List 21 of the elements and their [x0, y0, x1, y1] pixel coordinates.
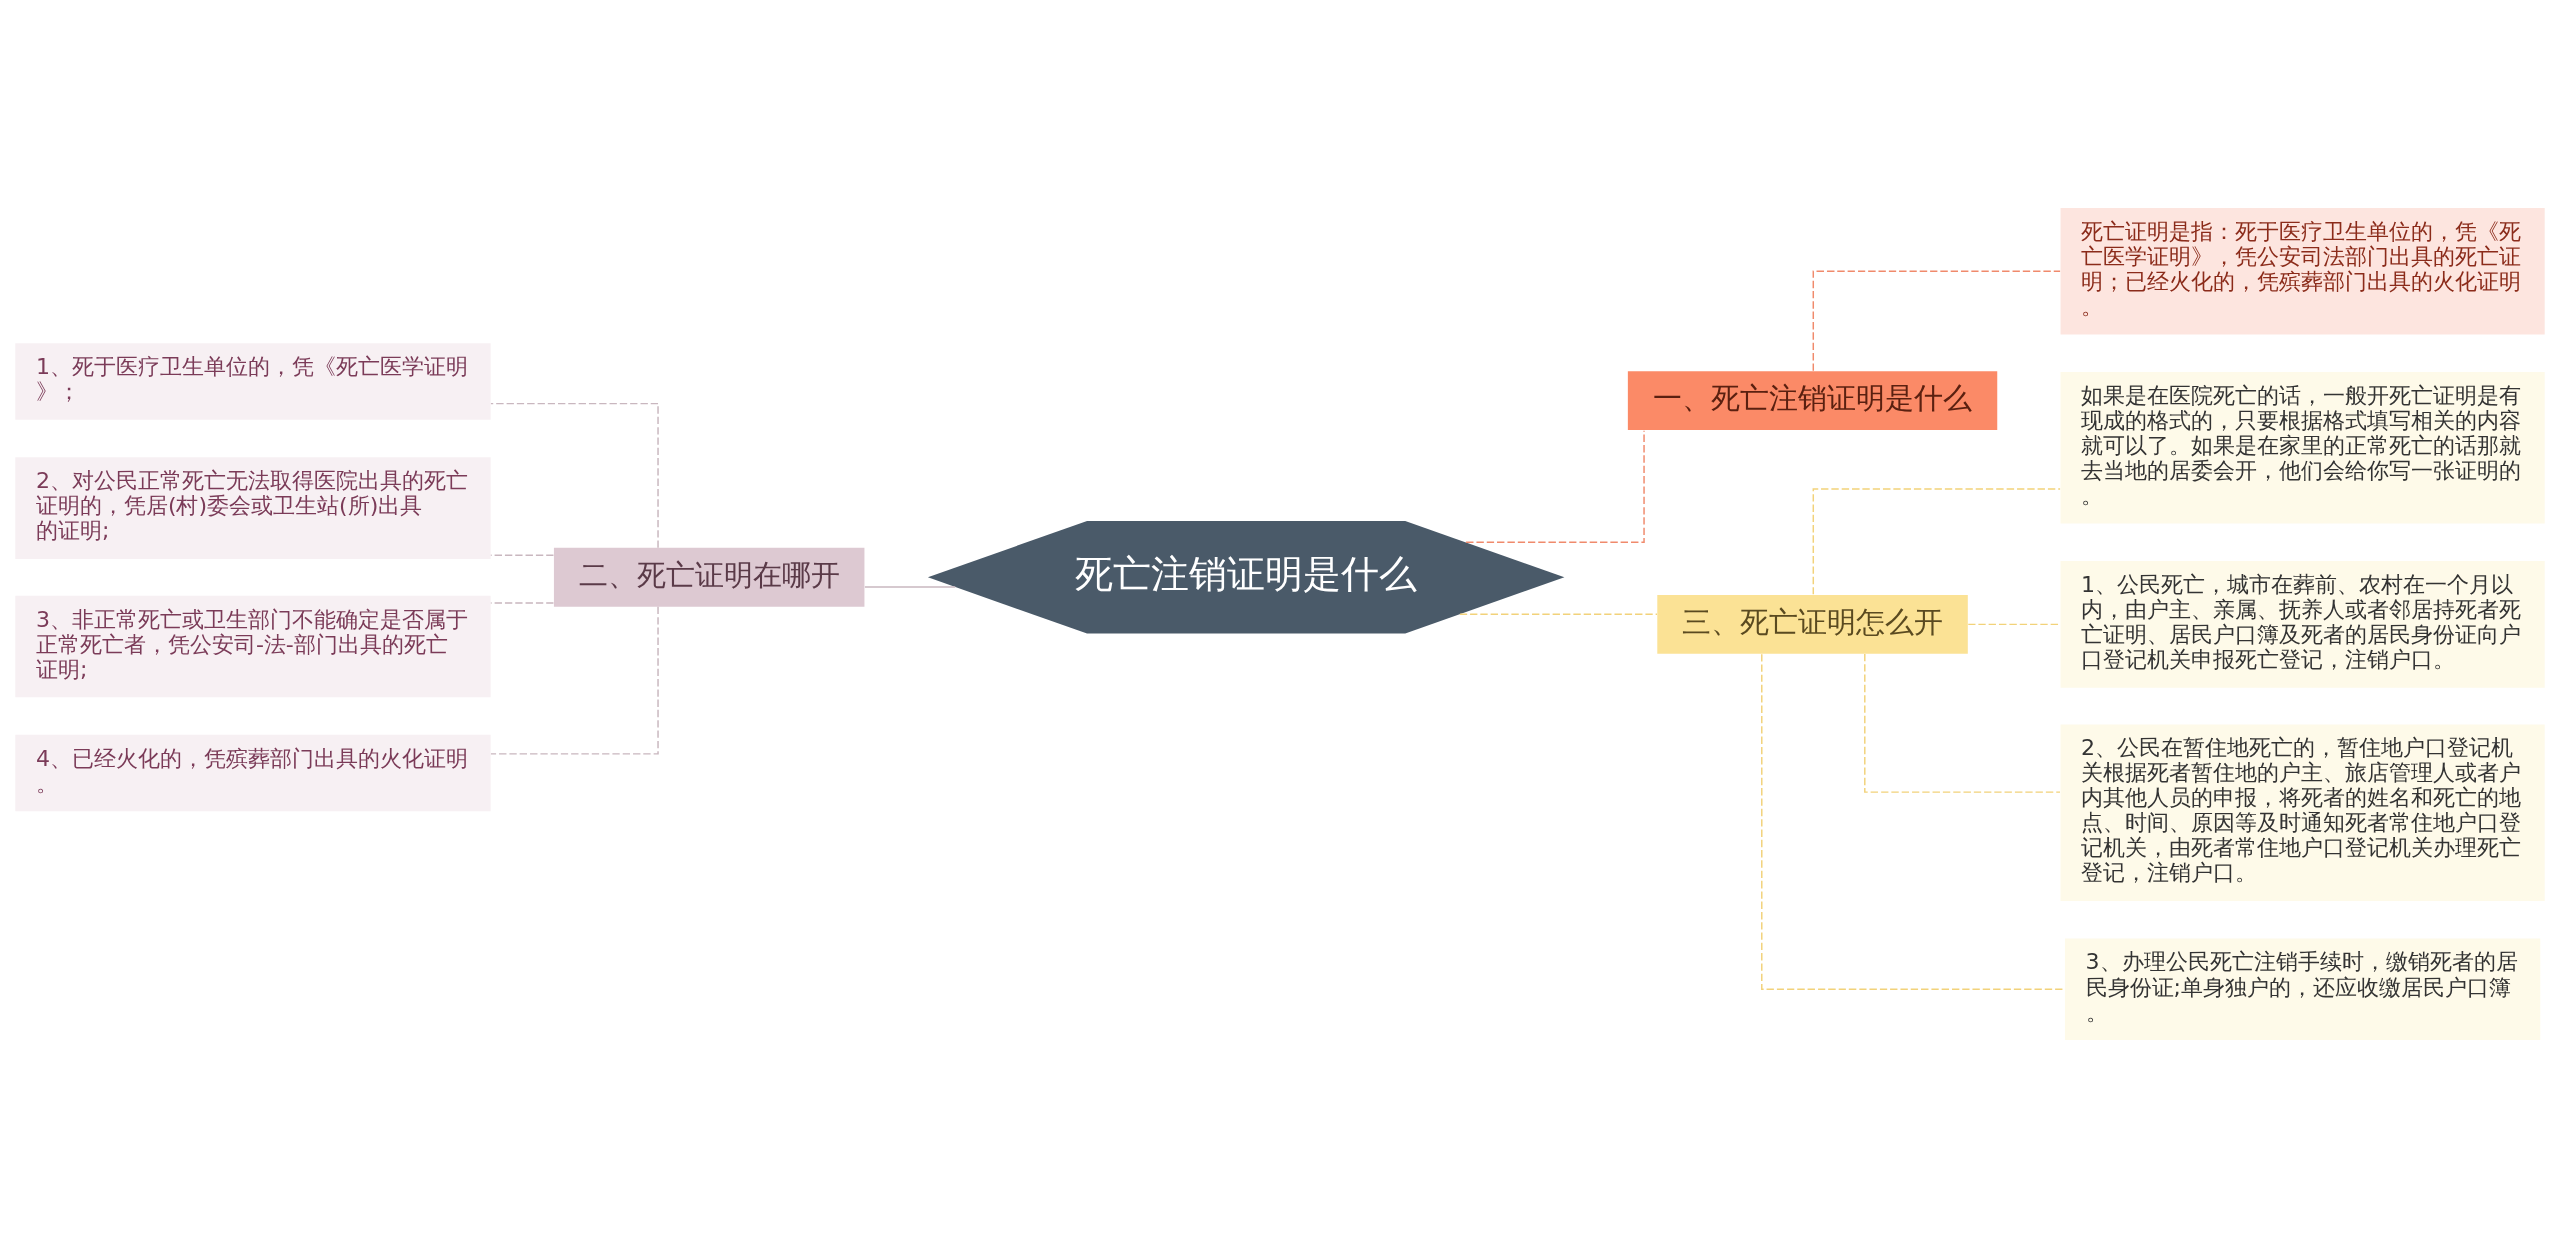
connector: [490, 554, 555, 556]
node-box: 3、办理公民死亡注销手续时，缴销死者的居民身份证;单身独户的，还应收缴居民户口簿。: [2064, 938, 2541, 1041]
node-box: 3、非正常死亡或卫生部门不能确定是否属于正常死亡者，凭公安司-法-部门出具的死亡证明;: [15, 595, 491, 698]
connector: [1864, 653, 2061, 793]
node-box: 4、已经火化的，凭殡葬部门出具的火化证明。: [15, 734, 491, 812]
connector: [864, 586, 956, 588]
connector: [490, 606, 659, 755]
node-box: 1、死于医疗卫生单位的，凭《死亡医学证明》；: [15, 343, 491, 420]
connector: [490, 602, 555, 604]
node-box: 三、死亡证明怎么开: [1657, 594, 1968, 654]
node-box: 二、死亡证明在哪开: [553, 547, 865, 607]
node-box: 2、公民在暂住地死亡的，暂住地户口登记机关根据死者暂住地的户主、旅店管理人或者户内其他人员的申报，将死者的姓名和死亡的地点、时间、原因等及时通知死者常住地户口登记机关，由死者常住地户口登记机关办理死亡登记，注销户口。: [2060, 724, 2545, 902]
connector: [1812, 270, 2061, 372]
node-box: 一、死亡注销证明是什么: [1627, 371, 1998, 431]
connector: [1465, 429, 1645, 544]
node-box: 如果是在医院死亡的话，一般开死亡证明是有现成的格式的，只要根据格式填写相关的内容就可以了。如果是在家里的正常死亡的话那就去当地的居委会开，他们会给你写一张证明的。: [2060, 372, 2545, 524]
connector: [1812, 488, 2061, 596]
node-box: 死亡证明是指：死于医疗卫生单位的，凭《死亡医学证明》，凭公安司法部门出具的死亡证明；已经火化的，凭殡葬部门出具的火化证明。: [2060, 207, 2545, 335]
connector: [1459, 613, 1658, 616]
node-box: 2、对公民正常死亡无法取得医院出具的死亡证明的，凭居(村)委会或卫生站(所)出具的证明;: [15, 457, 491, 559]
connector: [490, 402, 659, 549]
